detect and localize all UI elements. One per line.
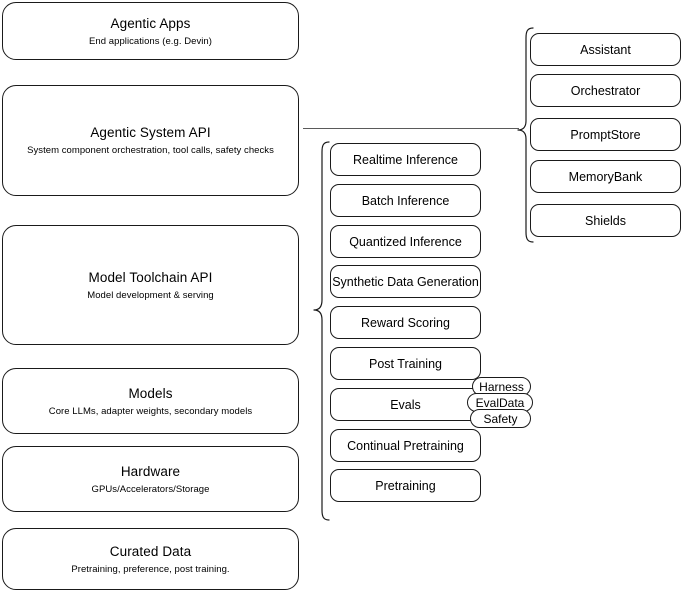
capability-synthetic-data-generation[interactable]: Synthetic Data Generation (330, 265, 481, 298)
evals-pill-evaldata[interactable]: EvalData (467, 393, 533, 412)
layer-subtitle: System component orchestration, tool cal… (27, 145, 274, 156)
pill-label: Safety (483, 411, 518, 426)
layer-title: Model Toolchain API (88, 269, 213, 285)
capability-label: Quantized Inference (349, 234, 462, 249)
layer-models[interactable]: Models Core LLMs, adapter weights, secon… (2, 368, 299, 434)
component-label: Assistant (580, 42, 631, 57)
layer-subtitle: Model development & serving (87, 289, 214, 301)
capability-pretraining[interactable]: Pretraining (330, 469, 481, 502)
capability-label: Realtime Inference (353, 152, 458, 167)
layer-title: Models (128, 385, 173, 401)
capability-continual-pretraining[interactable]: Continual Pretraining (330, 429, 481, 462)
layer-subtitle: End applications (e.g. Devin) (89, 35, 212, 47)
component-label: Orchestrator (570, 83, 641, 98)
brace-toolchain-capabilities (313, 141, 330, 521)
layer-model-toolchain-api[interactable]: Model Toolchain API Model development & … (2, 225, 299, 345)
component-label: MemoryBank (568, 169, 643, 184)
capability-post-training[interactable]: Post Training (330, 347, 481, 380)
capability-label: Pretraining (375, 478, 436, 493)
component-promptstore[interactable]: PromptStore (530, 118, 681, 151)
capability-label: Evals (390, 397, 421, 412)
evals-pill-safety[interactable]: Safety (470, 409, 531, 428)
component-label: Shields (585, 213, 626, 228)
layer-title: Curated Data (109, 543, 192, 559)
capability-quantized-inference[interactable]: Quantized Inference (330, 225, 481, 258)
component-label: PromptStore (570, 127, 641, 142)
capability-batch-inference[interactable]: Batch Inference (330, 184, 481, 217)
layer-title: Hardware (120, 463, 181, 479)
capability-label: Continual Pretraining (347, 438, 464, 453)
capability-label: Batch Inference (361, 193, 450, 208)
pill-label: EvalData (475, 395, 525, 410)
layer-hardware[interactable]: Hardware GPUs/Accelerators/Storage (2, 446, 299, 512)
capability-reward-scoring[interactable]: Reward Scoring (330, 306, 481, 339)
layer-curated-data[interactable]: Curated Data Pretraining, preference, po… (2, 528, 299, 590)
component-shields[interactable]: Shields (530, 204, 681, 237)
pill-label: Harness (479, 379, 524, 394)
component-assistant[interactable]: Assistant (530, 33, 681, 66)
capability-label: Reward Scoring (361, 315, 450, 330)
layer-subtitle: GPUs/Accelerators/Storage (91, 483, 210, 495)
layer-agentic-apps[interactable]: Agentic Apps End applications (e.g. Devi… (2, 2, 299, 60)
component-memorybank[interactable]: MemoryBank (530, 160, 681, 193)
capability-label: Post Training (369, 356, 442, 371)
layer-subtitle: Core LLMs, adapter weights, secondary mo… (48, 405, 253, 417)
capability-evals[interactable]: Evals (330, 388, 481, 421)
capability-realtime-inference[interactable]: Realtime Inference (330, 143, 481, 176)
capability-label: Synthetic Data Generation (332, 274, 479, 289)
layer-agentic-system-api[interactable]: Agentic System API System component orch… (2, 85, 299, 196)
component-orchestrator[interactable]: Orchestrator (530, 74, 681, 107)
layer-title: Agentic Apps (110, 15, 191, 31)
connector-agentic-system-api-to-components (303, 128, 519, 129)
layer-subtitle: Pretraining, preference, post training. (71, 563, 230, 575)
layer-title: Agentic System API (90, 125, 211, 140)
brace-system-components (517, 27, 534, 243)
